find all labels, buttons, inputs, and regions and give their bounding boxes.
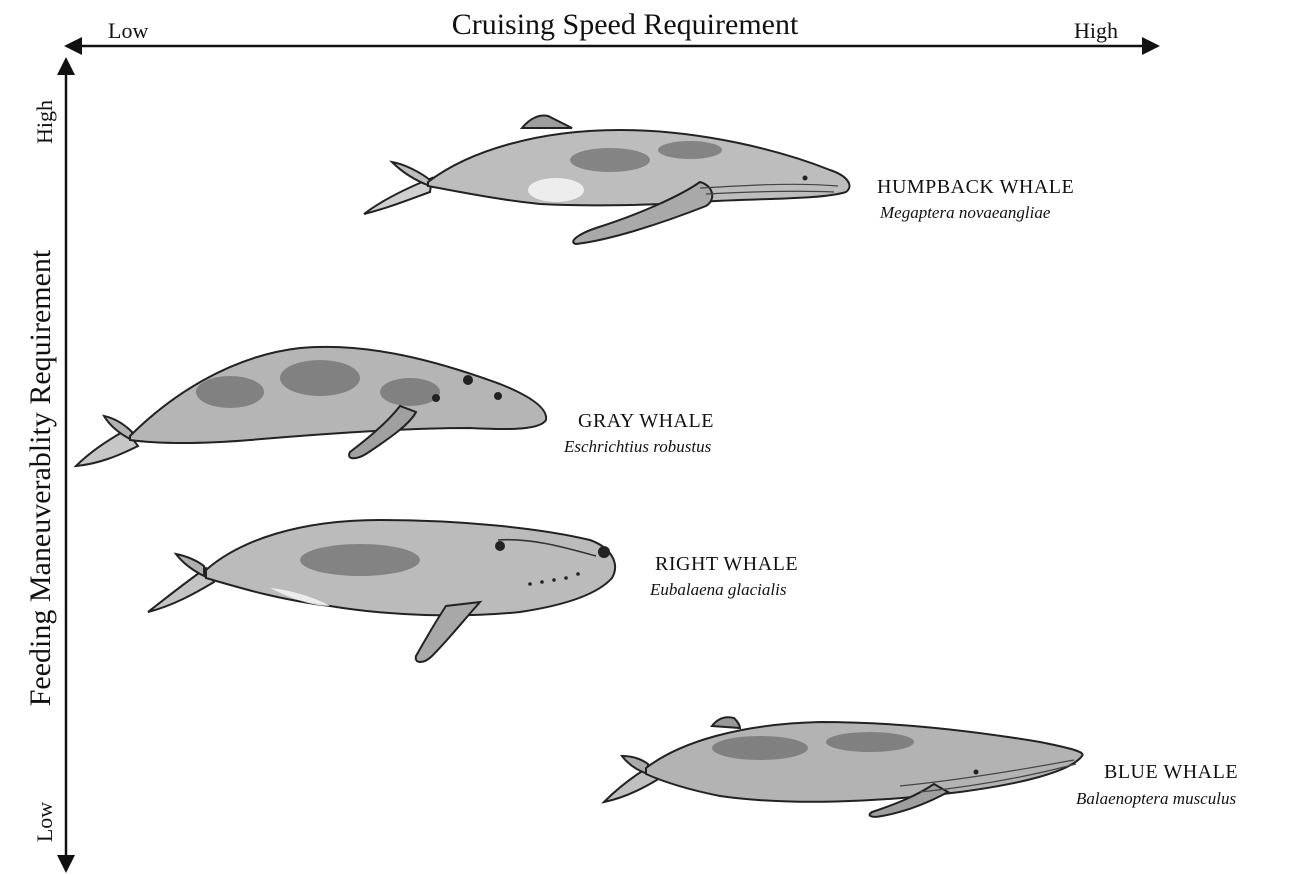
blue-whale-common-name: BLUE WHALE bbox=[1104, 761, 1238, 783]
right-whale-callosity-2 bbox=[598, 546, 610, 558]
right-whale-shade bbox=[300, 544, 420, 576]
y-axis-title: Feeding Maneuverablity Requirement bbox=[24, 249, 57, 706]
blue-whale-tail-upper bbox=[622, 756, 648, 774]
right-whale-callosity-1 bbox=[495, 541, 505, 551]
humpback-whale-illustration bbox=[364, 116, 849, 245]
x-axis-arrow-left bbox=[64, 37, 82, 55]
humpback-scientific-name: Megaptera novaeangliae bbox=[879, 203, 1051, 222]
blue-whale-eye bbox=[974, 770, 979, 775]
right-whale-illustration bbox=[148, 520, 615, 662]
humpback-eye bbox=[803, 176, 808, 181]
y-axis-low-label: Low bbox=[32, 802, 57, 842]
y-axis-arrow-bottom bbox=[57, 855, 75, 873]
blue-whale-mottle-2 bbox=[826, 732, 914, 752]
y-axis-arrow-top bbox=[57, 57, 75, 75]
x-axis-high-label: High bbox=[1074, 18, 1118, 43]
gray-whale-scar-2 bbox=[494, 392, 502, 400]
x-axis-low-label: Low bbox=[108, 18, 148, 43]
right-whale-scientific-name: Eubalaena glacialis bbox=[649, 580, 787, 599]
gray-whale-common-name: GRAY WHALE bbox=[578, 410, 714, 432]
humpback-tail-upper bbox=[392, 162, 430, 186]
blue-whale: BLUE WHALE Balaenoptera musculus bbox=[604, 717, 1238, 817]
right-whale-chin-dot-5 bbox=[576, 572, 580, 576]
blue-whale-scientific-name: Balaenoptera musculus bbox=[1076, 789, 1236, 808]
x-axis-arrow-right bbox=[1142, 37, 1160, 55]
right-whale-common-name: RIGHT WHALE bbox=[655, 553, 798, 575]
right-whale: RIGHT WHALE Eubalaena glacialis bbox=[148, 520, 798, 662]
gray-whale: GRAY WHALE Eschrichtius robustus bbox=[76, 347, 714, 466]
humpback-shade-2 bbox=[658, 141, 722, 159]
right-whale-chin-dot-1 bbox=[528, 582, 532, 586]
x-axis: Cruising Speed Requirement Low High bbox=[64, 8, 1160, 55]
right-whale-chin-dot-4 bbox=[564, 576, 568, 580]
gray-whale-mottle-3 bbox=[380, 378, 440, 406]
right-whale-chin-dot-2 bbox=[540, 580, 544, 584]
gray-whale-scientific-name: Eschrichtius robustus bbox=[563, 437, 712, 456]
humpback-dorsal-fin bbox=[522, 116, 572, 129]
blue-whale-dorsal-fin bbox=[712, 717, 740, 728]
gray-whale-illustration bbox=[76, 347, 546, 466]
gray-whale-scar-3 bbox=[432, 394, 440, 402]
blue-whale-illustration bbox=[604, 717, 1083, 817]
humpback-belly-patch bbox=[528, 178, 584, 202]
humpback-whale: HUMPBACK WHALE Megaptera novaeangliae bbox=[364, 116, 1074, 245]
right-whale-tail-upper bbox=[176, 554, 204, 576]
gray-whale-body bbox=[130, 347, 546, 443]
x-axis-title: Cruising Speed Requirement bbox=[452, 8, 799, 41]
humpback-shade-1 bbox=[570, 148, 650, 172]
y-axis: Feeding Maneuverablity Requirement High … bbox=[24, 57, 75, 873]
gray-whale-mottle-1 bbox=[196, 376, 264, 408]
right-whale-chin-dot-3 bbox=[552, 578, 556, 582]
gray-whale-mottle-2 bbox=[280, 360, 360, 396]
gray-whale-scar-1 bbox=[463, 375, 473, 385]
humpback-common-name: HUMPBACK WHALE bbox=[877, 176, 1074, 198]
blue-whale-mottle-1 bbox=[712, 736, 808, 760]
y-axis-high-label: High bbox=[32, 100, 57, 144]
